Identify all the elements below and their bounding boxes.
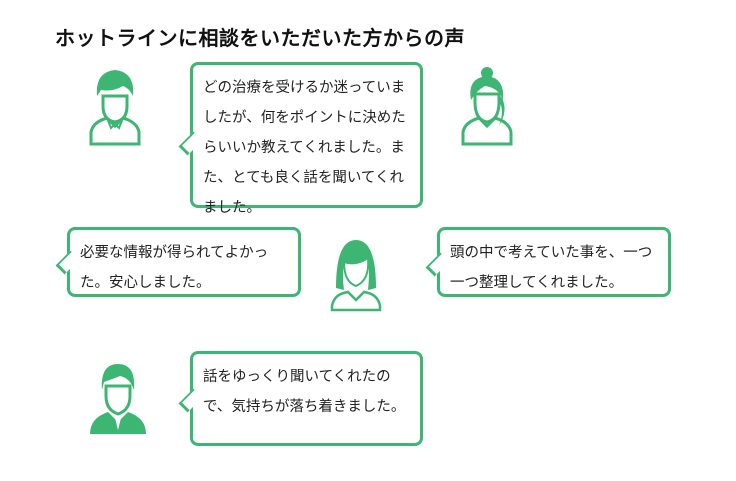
testimonial-text: どの治療を受けるか迷っていましたが、何をポイントに決めたらいいか教えてくれました… bbox=[203, 80, 406, 216]
bubble-tail bbox=[178, 388, 203, 413]
testimonial-text: 必要な情報が得られてよかった。安心しました。 bbox=[80, 245, 269, 291]
woman-long-hair-icon bbox=[330, 240, 382, 312]
testimonial-bubble: 頭の中で考えていた事を、一つ一つ整理してくれました。 bbox=[425, 227, 671, 297]
bubble-tail bbox=[178, 131, 203, 156]
bubble-tail bbox=[55, 250, 80, 275]
testimonial-text: 頭の中で考えていた事を、一つ一つ整理してくれました。 bbox=[450, 245, 653, 291]
page-title: ホットラインに相談をいただいた方からの声 bbox=[55, 26, 465, 50]
testimonial-bubble: 話をゆっくり聞いてくれたので、気持ちが落ち着きました。 bbox=[178, 351, 423, 446]
testimonial-text: 話をゆっくり聞いてくれたので、気持ちが落ち着きました。 bbox=[203, 369, 406, 415]
bubble-tail bbox=[425, 252, 450, 277]
man-shirt-icon bbox=[89, 70, 141, 146]
woman-ponytail-icon bbox=[461, 67, 513, 146]
testimonial-bubble: 必要な情報が得られてよかった。安心しました。 bbox=[55, 227, 301, 297]
testimonial-bubble: どの治療を受けるか迷っていましたが、何をポイントに決めたらいいか教えてくれました… bbox=[178, 62, 423, 216]
man-suit-icon bbox=[90, 364, 146, 434]
